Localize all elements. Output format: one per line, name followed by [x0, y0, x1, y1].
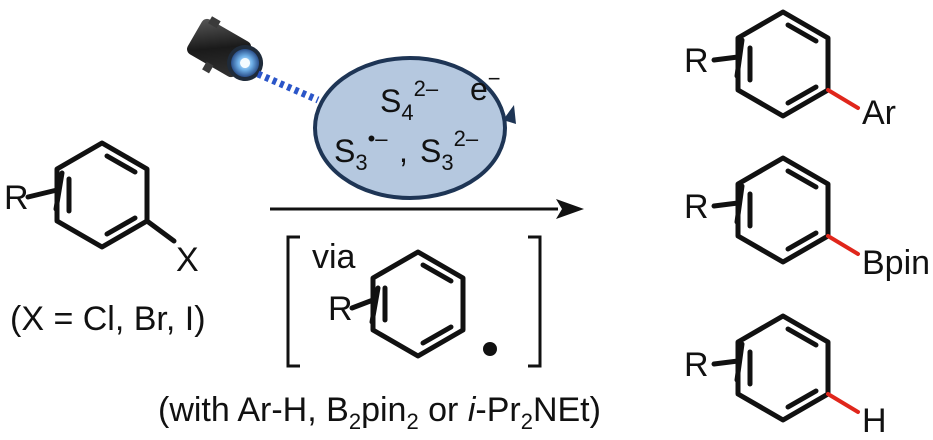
catalyst-cycle-circle: [313, 56, 507, 200]
reagents-text: (with Ar-H, B2pin2 or i-Pr2NEt): [158, 391, 601, 434]
cycle-arrowhead: [503, 105, 516, 124]
product-3-substituent: R: [684, 346, 709, 384]
bracket-left: [286, 235, 300, 368]
product-3-structure: [711, 316, 860, 420]
reactant-structure: [25, 143, 177, 247]
product-1-substituent: R: [684, 42, 709, 80]
species-s3-dianion: S32–: [420, 126, 479, 175]
product-1-structure: [711, 12, 860, 116]
intermediate-structure: [349, 252, 463, 356]
species-s3-radical: S3•–: [334, 126, 388, 175]
product-2-substituent: R: [684, 188, 709, 226]
reactant-condition-note: (X = Cl, Br, I): [10, 300, 206, 338]
product-2-structure: [711, 158, 860, 262]
light-beam: [256, 70, 320, 104]
reaction-arrowhead: [556, 199, 584, 219]
intermediate-substituent: R: [328, 290, 353, 328]
product-2-group: Bpin: [862, 244, 930, 282]
bracket-right: [528, 235, 542, 368]
electron-label: e−: [470, 66, 501, 107]
led-light-icon: [187, 16, 264, 81]
radical-dot: [483, 342, 497, 356]
species-separator: ,: [399, 133, 408, 169]
reactant-substituent: R: [4, 179, 29, 217]
intermediate-prefix: via: [312, 238, 356, 276]
reactant-leaving-group: X: [176, 241, 199, 279]
product-3-group: H: [862, 402, 887, 440]
species-s4: S42–: [380, 76, 439, 125]
product-1-group: Ar: [862, 94, 896, 132]
